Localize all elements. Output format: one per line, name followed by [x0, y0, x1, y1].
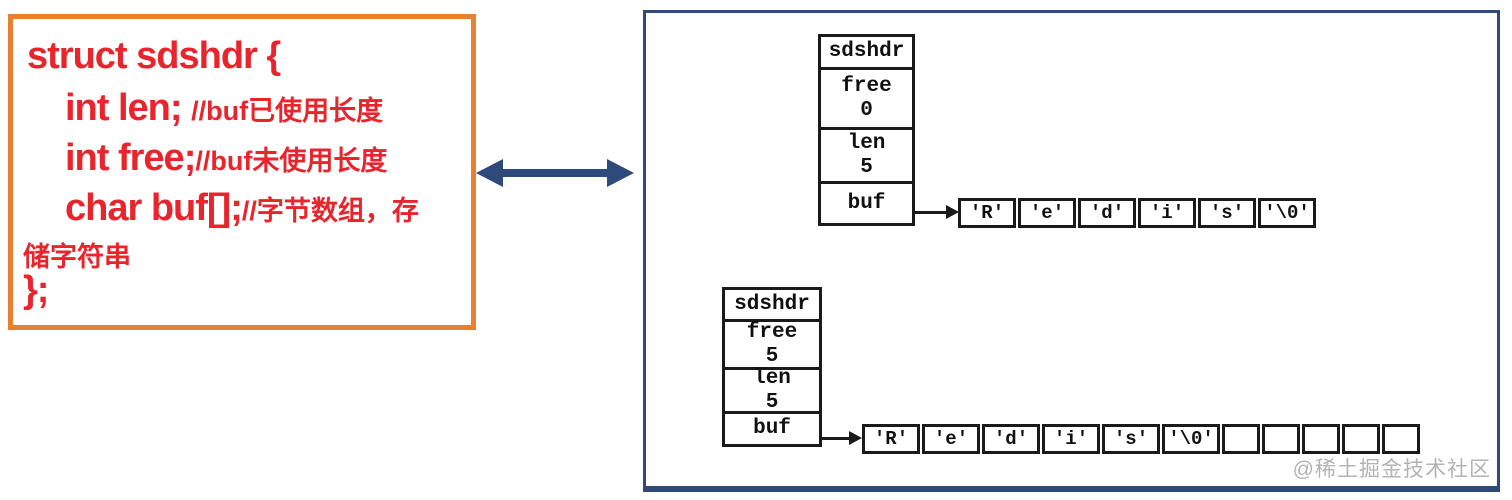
watermark: @稀土掘金技术社区 [1292, 458, 1491, 481]
code-text-free: int free; [65, 137, 196, 179]
code-line-struct-open: struct sdshdr { [27, 35, 281, 77]
code-panel: struct sdshdr { int len; //buf已使用长度 int … [8, 14, 476, 330]
code-text-len: int len; [65, 87, 192, 129]
buffer-cell: '\0' [1162, 424, 1220, 454]
buffer-cell-empty [1382, 424, 1420, 454]
buffer-cell: 's' [1102, 424, 1160, 454]
code-comment-len: //buf已使用长度 [191, 96, 384, 126]
buffer-cell-empty [1222, 424, 1260, 454]
code-line-struct-close: }; [23, 269, 49, 311]
buffer-cell: 'R' [862, 424, 920, 454]
double-arrow-icon [476, 159, 634, 187]
buffer-cell-empty [1302, 424, 1340, 454]
buffer-cell: 's' [1198, 198, 1256, 228]
code-comment-buf: //字节数组，存 [241, 196, 419, 226]
struct-field-free: free 5 [725, 320, 819, 370]
code-text-buf: char buf[]; [65, 187, 243, 229]
field-label: len [753, 366, 791, 390]
buf-arrow-shaft [822, 437, 851, 440]
struct-field-len: len 5 [725, 366, 819, 414]
buffer-cell: 'd' [982, 424, 1040, 454]
struct-title-label: sdshdr [734, 292, 810, 316]
buffer-array-bottom: 'R' 'e' 'd' 'i' 's' '\0' [862, 424, 1420, 454]
code-line-len: int len; //buf已使用长度 [65, 87, 383, 130]
buf-arrow-head-icon [849, 431, 862, 445]
struct-field-buf: buf [821, 184, 912, 223]
struct-box-top: sdshdr free 0 len 5 buf [818, 34, 915, 226]
buffer-cell: 'i' [1138, 198, 1196, 228]
buffer-array-top: 'R' 'e' 'd' 'i' 's' '\0' [958, 198, 1316, 228]
field-value: 5 [860, 155, 873, 179]
field-label: len [847, 131, 886, 155]
field-label: buf [753, 417, 791, 440]
code-comment-free: //buf未使用长度 [195, 146, 388, 176]
field-value: 5 [765, 390, 779, 414]
code-comment-wrap: 储字符串 [23, 242, 131, 272]
buf-arrow-shaft [915, 211, 948, 214]
buffer-cell: 'e' [1018, 198, 1076, 228]
struct-field-free: free 0 [821, 70, 912, 130]
field-value: 5 [765, 344, 779, 368]
struct-field-buf: buf [725, 414, 819, 444]
buffer-cell: 'e' [922, 424, 980, 454]
buf-arrow-head-icon [946, 205, 959, 219]
code-line-free: int free;//buf未使用长度 [65, 137, 387, 180]
buffer-cell: 'd' [1078, 198, 1136, 228]
code-line-buf: char buf[];//字节数组，存 [65, 187, 419, 230]
buffer-cell-empty [1262, 424, 1300, 454]
field-label: free [746, 320, 798, 344]
struct-field-len: len 5 [821, 130, 912, 184]
buffer-cell: 'R' [958, 198, 1016, 228]
struct-box-bottom: sdshdr free 5 len 5 buf [722, 287, 822, 447]
diagram-panel: sdshdr free 0 len 5 buf 'R' 'e' 'd' 'i' … [643, 10, 1500, 492]
field-value: 0 [860, 98, 873, 122]
buffer-cell-empty [1342, 424, 1380, 454]
struct-title: sdshdr [725, 290, 819, 322]
struct-title-label: sdshdr [828, 40, 905, 63]
struct-title: sdshdr [821, 37, 912, 70]
field-label: buf [847, 191, 886, 215]
field-label: free [841, 74, 892, 98]
buffer-cell: '\0' [1258, 198, 1316, 228]
buffer-cell: 'i' [1042, 424, 1100, 454]
